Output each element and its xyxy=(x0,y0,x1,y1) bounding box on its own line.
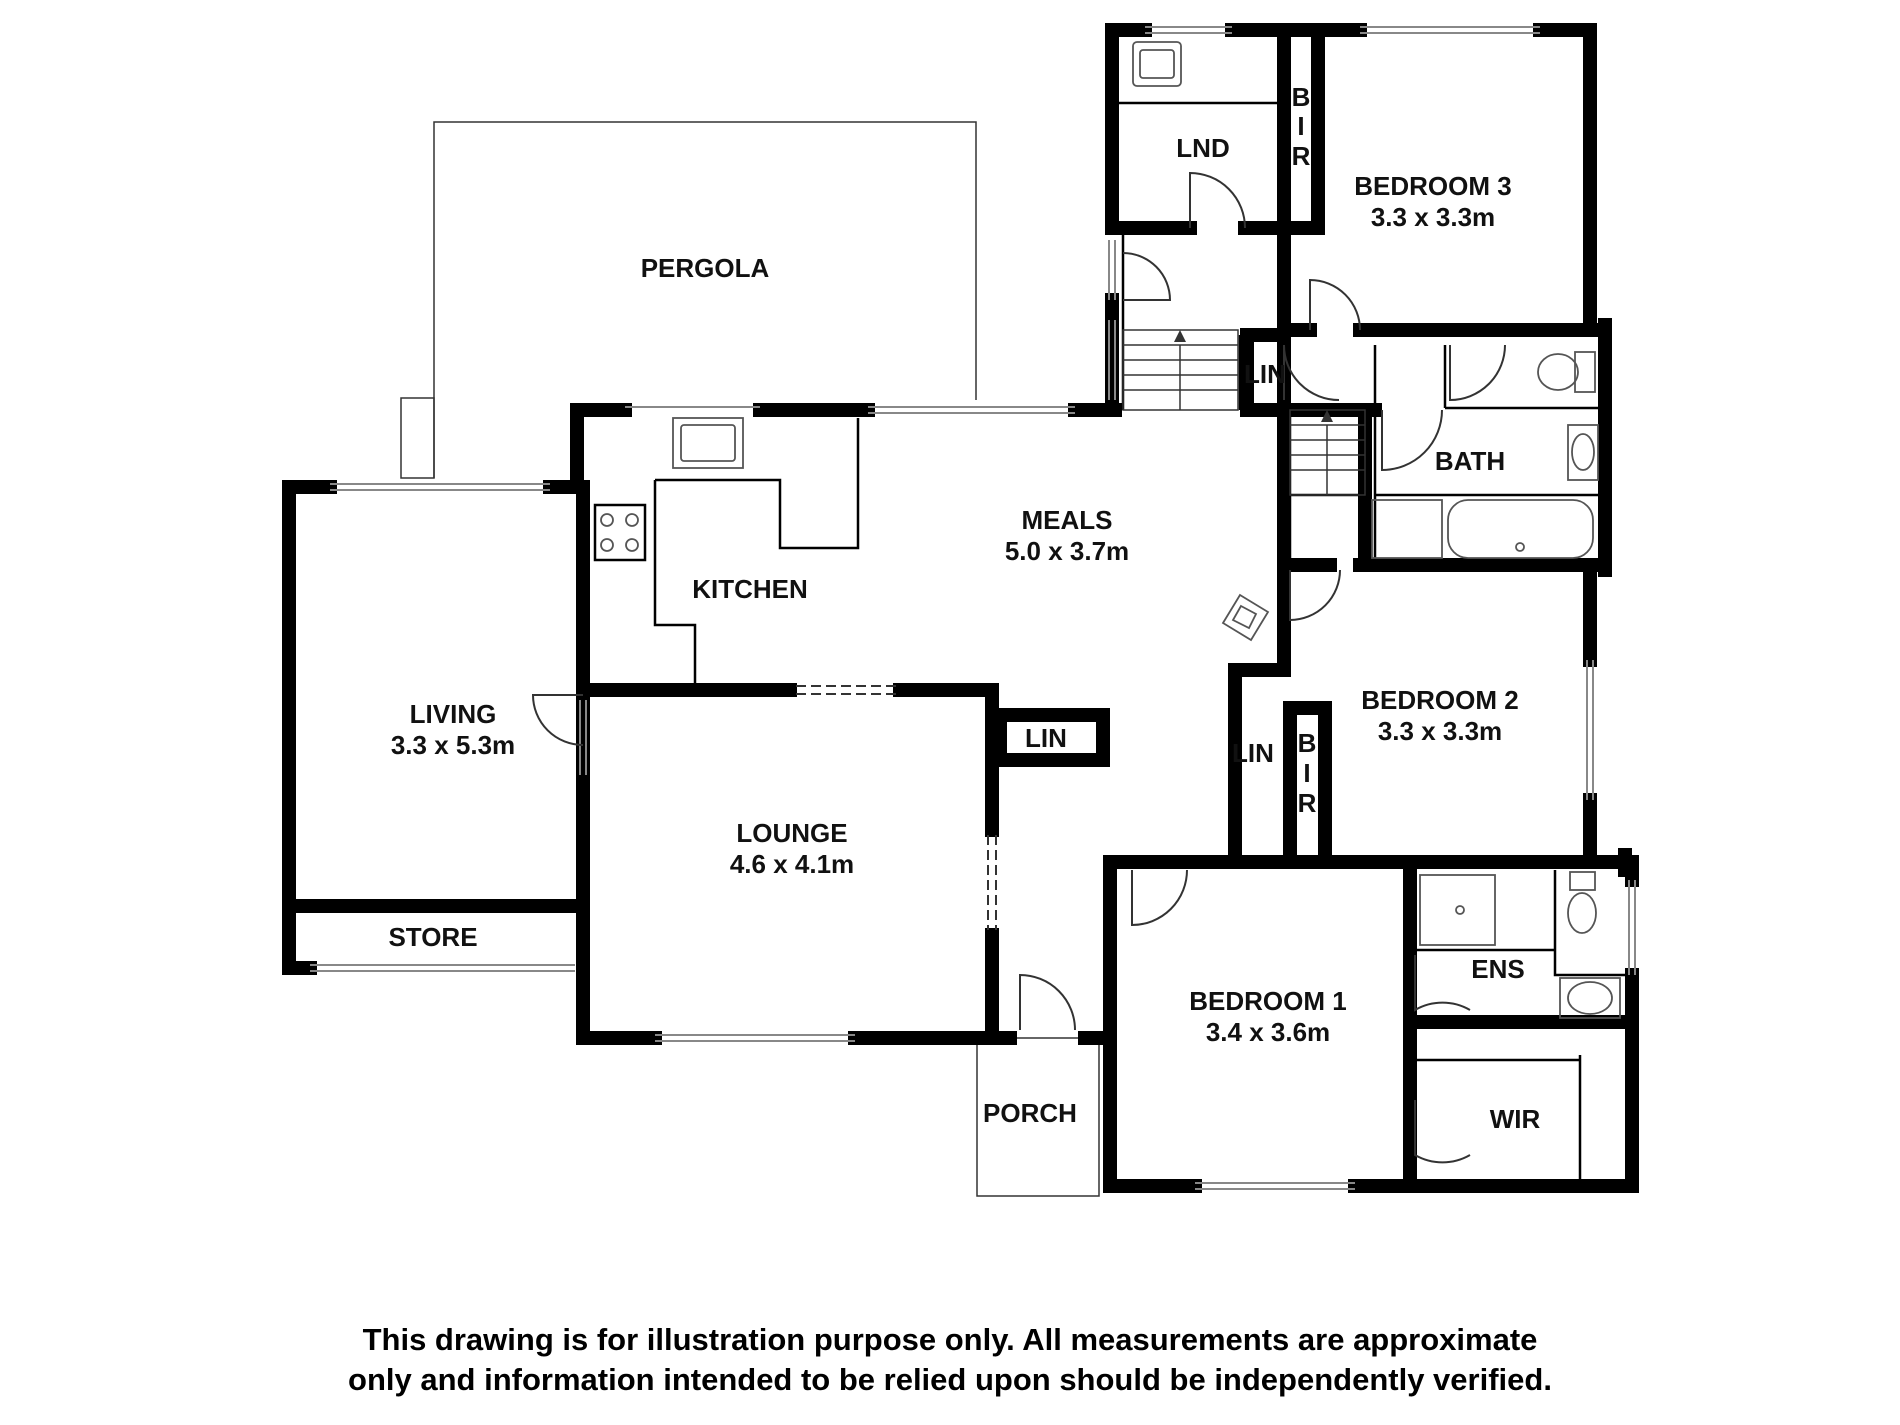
windows xyxy=(310,26,1636,1190)
living-size: 3.3 x 5.3m xyxy=(391,730,515,760)
wir-label: WIR xyxy=(1490,1104,1541,1134)
lounge-label: LOUNGE xyxy=(736,818,847,848)
bir-mid-letter-r: R xyxy=(1298,788,1317,818)
store-label: STORE xyxy=(388,922,477,952)
bedroom1-label: BEDROOM 1 xyxy=(1189,986,1346,1016)
lin-mid-label: LIN xyxy=(1025,723,1067,753)
meals-size: 5.0 x 3.7m xyxy=(1005,536,1129,566)
bath-label: BATH xyxy=(1435,446,1505,476)
lin-upper-label: LIN xyxy=(1244,359,1286,389)
doors xyxy=(531,171,1506,1164)
bir-top-letter-i: I xyxy=(1297,111,1304,141)
bir-top-letter-r: R xyxy=(1292,141,1311,171)
kitchen-label: KITCHEN xyxy=(692,574,808,604)
ens-label: ENS xyxy=(1471,954,1524,984)
stair-arrows xyxy=(1174,330,1333,422)
room-labels: PERGOLA LND B I R BEDROOM 3 3.3 x 3.3m L… xyxy=(388,82,1540,1134)
pergola-outline xyxy=(400,121,977,479)
disclaimer: This drawing is for illustration purpose… xyxy=(0,1320,1900,1400)
bir-mid-letter-i: I xyxy=(1303,758,1310,788)
bedroom1-size: 3.4 x 3.6m xyxy=(1206,1017,1330,1047)
porch-outline xyxy=(976,1037,1100,1197)
living-label: LIVING xyxy=(410,699,497,729)
bedroom3-size: 3.3 x 3.3m xyxy=(1371,202,1495,232)
disclaimer-line-1: This drawing is for illustration purpose… xyxy=(362,1322,1538,1357)
lnd-label: LND xyxy=(1176,133,1229,163)
fixtures xyxy=(600,41,1621,1019)
meals-label: MEALS xyxy=(1022,505,1113,535)
bedroom2-size: 3.3 x 3.3m xyxy=(1378,716,1502,746)
disclaimer-line-2: only and information intended to be reli… xyxy=(348,1362,1552,1397)
bir-top-letter-b: B xyxy=(1292,82,1311,112)
stairs xyxy=(1122,329,1366,496)
bir-mid-letter-b: B xyxy=(1298,728,1317,758)
bedroom3-label: BEDROOM 3 xyxy=(1354,171,1511,201)
pergola-label: PERGOLA xyxy=(641,253,770,283)
sliding-openings xyxy=(796,685,997,930)
lounge-size: 4.6 x 4.1m xyxy=(730,849,854,879)
lin-hall-label: LIN xyxy=(1232,738,1274,768)
porch-label: PORCH xyxy=(983,1098,1077,1128)
bedroom2-label: BEDROOM 2 xyxy=(1361,685,1518,715)
